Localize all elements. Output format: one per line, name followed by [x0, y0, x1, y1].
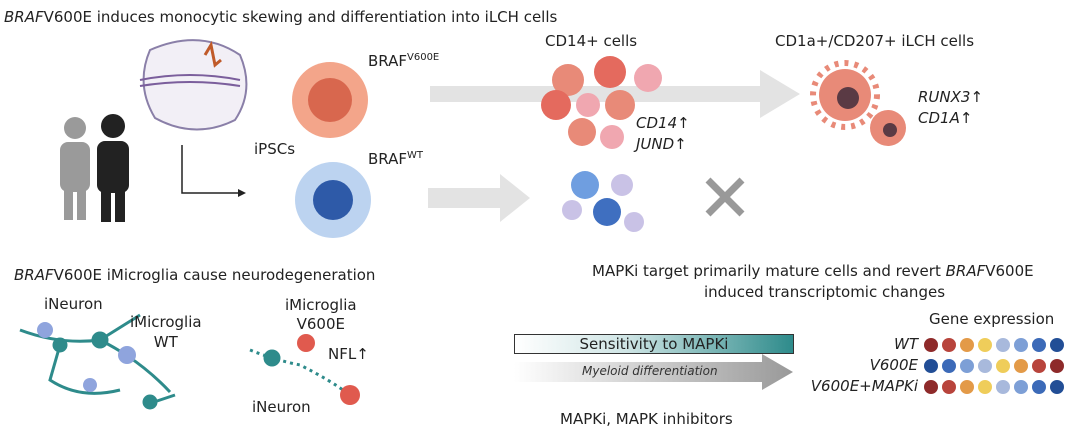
jund-marker: JUND↑ — [636, 135, 687, 153]
gene-expression-label: Gene expression — [929, 310, 1055, 328]
mapki-footnote: MAPKi, MAPK inhibitors — [560, 410, 733, 428]
microglia-v600e-illustration — [297, 334, 360, 405]
expression-dot — [960, 359, 974, 373]
expression-dot — [996, 338, 1010, 352]
expression-dot — [960, 338, 974, 352]
expression-dot — [924, 359, 938, 373]
expression-dot — [942, 338, 956, 352]
expression-dot — [978, 380, 992, 394]
crispr-cell-icon — [139, 39, 248, 131]
expression-dot — [1032, 380, 1046, 394]
expression-dot — [978, 359, 992, 373]
microglia-wt-illustration — [37, 322, 136, 392]
row-label-v600e-mapki: V600E+MAPKi — [810, 377, 918, 395]
expression-dot — [996, 380, 1010, 394]
ineuron-label-1: iNeuron — [44, 295, 103, 313]
expression-dot — [1014, 338, 1028, 352]
cd14-cells-label: CD14+ cells — [545, 32, 638, 50]
myeloid-differentiation-arrow — [514, 354, 793, 390]
runx3-marker: RUNX3↑ — [918, 88, 984, 106]
expression-dot — [924, 380, 938, 394]
row-label-wt: WT — [894, 335, 918, 353]
cd1a-marker: CD1A↑ — [918, 109, 973, 127]
expression-dot — [978, 338, 992, 352]
imicroglia-wt-label: iMicroglia WT — [130, 313, 202, 351]
dot-row-v600e — [924, 359, 1064, 373]
expression-dot — [1050, 338, 1064, 352]
nfl-marker: NFL↑ — [328, 345, 369, 363]
ineuron-label-2: iNeuron — [252, 398, 311, 416]
myeloid-differentiation-label: Myeloid differentiation — [582, 364, 718, 378]
expression-dot — [942, 380, 956, 394]
imicroglia-v600e-label: iMicroglia V600E — [285, 296, 357, 333]
expression-dot — [996, 359, 1010, 373]
expression-dot — [1050, 359, 1064, 373]
sensitivity-bar: Sensitivity to MAPKi — [514, 334, 794, 354]
ilch-cells-icon — [810, 60, 906, 146]
cd14-marker: CD14↑ — [636, 114, 690, 132]
mapki-title-line1: MAPKi target primarily mature cells and … — [592, 262, 1034, 280]
blocked-x-icon — [705, 177, 745, 217]
ilch-cells-label: CD1a+/CD207+ iLCH cells — [775, 32, 975, 50]
row-label-v600e: V600E — [869, 356, 918, 374]
expression-dot — [1032, 359, 1046, 373]
mapki-title-line2: induced transcriptomic changes — [704, 283, 946, 301]
expression-dot — [942, 359, 956, 373]
expression-dot — [1014, 359, 1028, 373]
expression-dot — [924, 338, 938, 352]
expression-dot — [1014, 380, 1028, 394]
neuron-v600e-illustration — [249, 348, 351, 397]
microglia-title: BRAFV600E iMicroglia cause neurodegenera… — [14, 266, 376, 284]
expression-dot — [960, 380, 974, 394]
cd14-cells-icon — [541, 56, 662, 149]
braf-wt-label: BRAFWT — [368, 150, 423, 168]
dot-row-wt — [924, 338, 1064, 352]
dot-row-v600e-mapki — [924, 380, 1064, 394]
neuron-wt-illustration — [19, 313, 176, 410]
differentiation-arrow-wt — [428, 174, 530, 222]
people-icon — [60, 114, 129, 222]
ipscs-label: iPSCs — [254, 140, 296, 158]
expression-dot — [1050, 380, 1064, 394]
expression-dot — [1032, 338, 1046, 352]
top-title: BRAFV600E induces monocytic skewing and … — [4, 8, 558, 26]
wt-cells-icon — [562, 171, 644, 232]
braf-v600e-label: BRAFV600E — [368, 52, 440, 70]
connector-arrow — [181, 145, 238, 194]
